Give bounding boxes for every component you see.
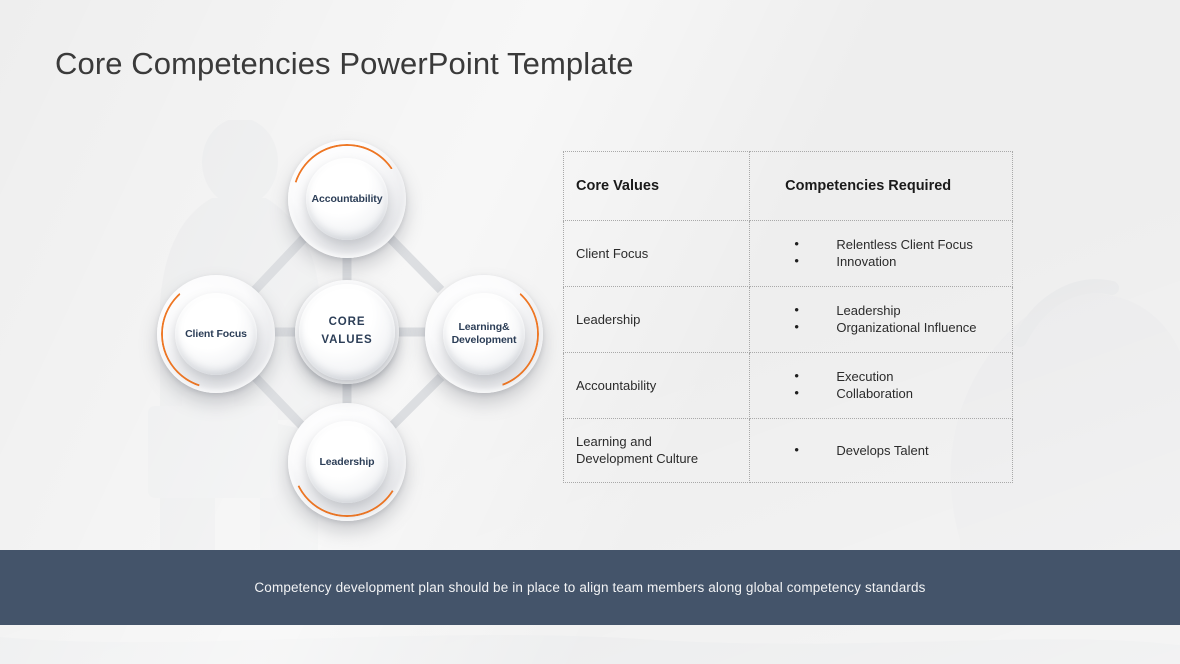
cell-core-value: Client Focus bbox=[562, 220, 751, 287]
footer-watermark-icon bbox=[0, 634, 1180, 664]
node-label: Learning& Development bbox=[448, 321, 521, 347]
node-leadership[interactable]: Leadership bbox=[288, 403, 406, 521]
competencies-table: Core Values Competencies Required Client… bbox=[562, 151, 1013, 484]
node-label-line2: Development bbox=[451, 333, 517, 346]
cell-competencies: Relentless Client Focus Innovation bbox=[749, 220, 1013, 287]
core-value-line1: Learning and bbox=[576, 434, 652, 450]
cell-core-value: Accountability bbox=[562, 351, 751, 419]
footer-text: Competency development plan should be in… bbox=[254, 580, 926, 595]
node-label: CORE VALUES bbox=[317, 314, 376, 350]
core-value-line1: Leadership bbox=[576, 311, 641, 327]
node-core-values[interactable]: CORE VALUES bbox=[295, 280, 399, 384]
core-value-line2: Development Culture bbox=[576, 451, 699, 467]
node-label: Client Focus bbox=[185, 327, 247, 340]
table-row: Accountability Execution Collaboration bbox=[562, 351, 1013, 419]
competency-item: Develops Talent bbox=[794, 441, 1000, 460]
node-bead: Client Focus bbox=[174, 292, 258, 376]
competency-item: Execution bbox=[794, 367, 1000, 386]
node-label: Leadership bbox=[319, 455, 375, 468]
cell-competencies: Execution Collaboration bbox=[749, 351, 1013, 419]
cell-competencies: Leadership Organizational Influence bbox=[749, 285, 1013, 353]
node-bead: Accountability bbox=[305, 157, 389, 241]
table-row: Client Focus Relentless Client Focus Inn… bbox=[562, 220, 1013, 287]
table-header-row: Core Values Competencies Required bbox=[562, 151, 1013, 221]
core-values-diagram: Accountability Client Focus Learning& De… bbox=[145, 135, 565, 530]
column-header-core-values: Core Values bbox=[562, 151, 751, 221]
node-label-line1: Learning& bbox=[458, 321, 510, 334]
core-values-line2: VALUES bbox=[321, 333, 373, 346]
cell-core-value: Learning and Development Culture bbox=[562, 417, 751, 484]
core-value-line1: Accountability bbox=[576, 377, 657, 393]
column-header-competencies-required: Competencies Required bbox=[749, 151, 1013, 221]
table-row: Learning and Development Culture Develop… bbox=[562, 417, 1013, 484]
footer-banner: Competency development plan should be in… bbox=[0, 550, 1180, 625]
node-accountability[interactable]: Accountability bbox=[288, 140, 406, 258]
competency-item: Organizational Influence bbox=[794, 318, 1000, 337]
competency-item: Innovation bbox=[794, 252, 1000, 271]
competency-item: Collaboration bbox=[794, 384, 1000, 403]
node-bead: Leadership bbox=[305, 420, 389, 504]
core-value-line1: Client Focus bbox=[576, 245, 649, 261]
core-values-line1: CORE bbox=[328, 316, 366, 329]
cell-core-value: Leadership bbox=[562, 285, 751, 353]
node-bead: Learning& Development bbox=[442, 292, 526, 376]
cell-competencies: Develops Talent bbox=[749, 417, 1013, 484]
page-title: Core Competencies PowerPoint Template bbox=[55, 46, 634, 81]
competency-item: Relentless Client Focus bbox=[794, 235, 1000, 254]
node-client-focus[interactable]: Client Focus bbox=[157, 275, 275, 393]
node-bead: CORE VALUES bbox=[299, 284, 395, 380]
competency-item: Leadership bbox=[794, 301, 1000, 320]
node-learning-development[interactable]: Learning& Development bbox=[425, 275, 543, 393]
node-label: Accountability bbox=[311, 192, 383, 205]
table-row: Leadership Leadership Organizational Inf… bbox=[562, 285, 1013, 353]
